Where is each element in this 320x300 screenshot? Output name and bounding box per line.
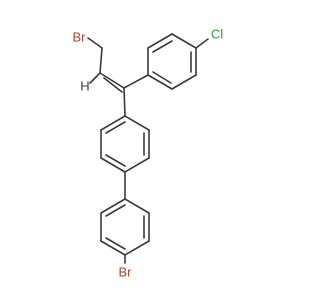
ring-bond: [100, 115, 126, 131]
bond-c-biphenyl: [123, 87, 126, 117]
middle-phenyl-ring: [100, 115, 150, 200]
ring-bond: [124, 115, 150, 131]
ring-inner-bond: [105, 154, 126, 167]
bond-c-chlorophenyl: [123, 74, 149, 89]
ring-bond: [147, 33, 173, 49]
bond-ch2-ch: [99, 47, 103, 74]
side-chain: [87, 37, 125, 93]
ring-bond: [171, 33, 197, 49]
ring-bond: [124, 198, 150, 214]
bond-ring-cl: [195, 38, 209, 49]
ring-bond: [171, 74, 197, 90]
ring-inner-bond: [105, 121, 126, 134]
atom-br-top: Br: [73, 30, 87, 45]
ring-bond: [100, 198, 126, 214]
chlorophenyl-ring: [147, 33, 209, 90]
ring-bond: [147, 74, 173, 90]
atom-br-bottom: Br: [119, 265, 133, 280]
atom-cl: Cl: [211, 27, 223, 42]
alkene-connections: [123, 74, 149, 117]
ring-inner-bond: [105, 237, 126, 250]
ring-bond: [124, 157, 150, 173]
ring-bond: [124, 240, 150, 256]
structure-canvas: Br Cl H Br: [73, 27, 224, 280]
atom-h: H: [80, 79, 89, 94]
ring-inner-bond: [105, 204, 126, 217]
molecule-diagram: Br Cl H Br: [73, 27, 224, 280]
bond-c-h: [89, 72, 101, 84]
ring-bond: [100, 157, 126, 173]
bromophenyl-ring: [100, 198, 150, 264]
bond-br-ch2: [87, 37, 103, 49]
ring-inner-bond: [152, 40, 173, 53]
bond-ch-c-double-a: [99, 72, 125, 89]
ring-inner-bond: [152, 71, 172, 84]
ring-bond: [100, 240, 126, 256]
bond-ch-c-double-b: [103, 77, 123, 93]
